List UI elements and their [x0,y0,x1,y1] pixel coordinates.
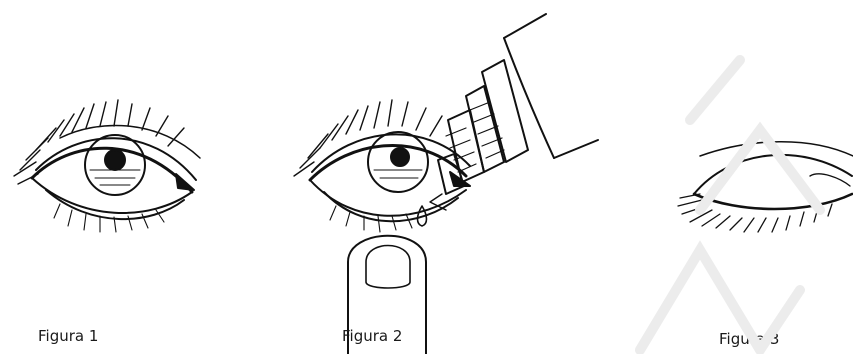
figure-1-caption: Figura 1 [38,327,98,345]
closed-lashes [678,194,832,232]
figure-1-panel: Figura 1 [0,0,260,354]
closed-eye-illustration [660,0,853,354]
figure-2-caption: Figura 2 [342,327,402,345]
eye-drop-illustration [270,0,600,354]
figure-2-panel: Figura 2 [270,0,600,354]
open-eye-illustration [0,0,260,354]
figure-3-caption: Figura 3 [719,330,779,348]
figure-3-panel: Figura 3 [660,0,853,354]
